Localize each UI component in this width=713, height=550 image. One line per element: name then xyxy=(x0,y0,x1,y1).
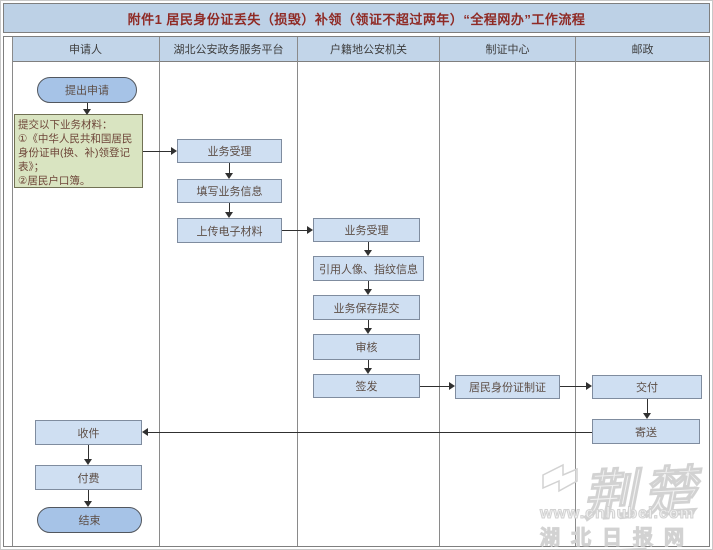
node-issue: 签发 xyxy=(313,374,420,398)
node-mail: 寄送 xyxy=(592,419,700,444)
connector-materials-to-accept xyxy=(143,151,172,152)
node-upload: 上传电子材料 xyxy=(177,218,282,243)
arrowhead xyxy=(364,250,372,256)
node-biometric: 引用人像、指纹信息 xyxy=(313,256,424,281)
node-end: 结束 xyxy=(37,507,142,533)
connector-biometric-to-save xyxy=(368,281,369,290)
arrowhead xyxy=(225,173,233,179)
arrowhead xyxy=(83,109,91,115)
arrowhead xyxy=(225,212,233,218)
lane-header-card-center: 制证中心 xyxy=(439,37,575,61)
arrowhead xyxy=(643,413,651,419)
connector-save-to-review xyxy=(368,320,369,329)
lane-divider xyxy=(575,37,576,546)
node-accept-police: 业务受理 xyxy=(313,218,420,242)
arrowhead xyxy=(84,501,92,507)
node-save-submit: 业务保存提交 xyxy=(313,295,420,320)
node-pay: 付费 xyxy=(35,465,142,490)
connector-receive-to-pay xyxy=(88,445,89,460)
arrowhead xyxy=(586,382,592,390)
arrowhead xyxy=(364,289,372,295)
node-make-card: 居民身份证制证 xyxy=(455,375,560,399)
connector-make-card-to-deliver xyxy=(560,386,587,387)
node-fill-info: 填写业务信息 xyxy=(177,179,282,203)
connector-accept-to-biometric xyxy=(368,242,369,251)
arrowhead xyxy=(171,147,177,155)
node-materials-note: 提交以下业务材料： ①《中华人民共和国居民身份证申(换、补)领登记表》； ②居民… xyxy=(14,114,143,188)
arrowhead xyxy=(449,382,455,390)
connector-start-to-materials xyxy=(87,103,88,110)
swimlane-diagram: 申请人 湖北公安政务服务平台 户籍地公安机关 制证中心 邮政 提出申请 提交以下… xyxy=(3,36,710,547)
lane-header-row: 申请人 湖北公安政务服务平台 户籍地公安机关 制证中心 邮政 xyxy=(12,37,709,62)
node-start: 提出申请 xyxy=(37,77,137,103)
lane-divider xyxy=(297,37,298,546)
arrowhead xyxy=(84,459,92,465)
arrowhead xyxy=(364,368,372,374)
lane-header-platform: 湖北公安政务服务平台 xyxy=(159,37,297,61)
lane-header-applicant: 申请人 xyxy=(69,44,102,56)
connector-upload-to-accept-police xyxy=(282,230,308,231)
connector-pay-to-end xyxy=(88,490,89,502)
connector-accept-to-fill xyxy=(229,163,230,174)
lane-divider xyxy=(12,37,13,546)
lane-header-police: 户籍地公安机关 xyxy=(297,37,439,61)
lane-divider xyxy=(159,37,160,546)
arrowhead xyxy=(364,328,372,334)
connector-issue-to-make-card xyxy=(420,386,450,387)
arrowhead xyxy=(307,226,313,234)
node-receive: 收件 xyxy=(35,420,142,445)
lane-divider xyxy=(439,37,440,546)
connector-deliver-to-mail xyxy=(647,399,648,414)
connector-review-to-issue xyxy=(368,360,369,369)
lane-header-post: 邮政 xyxy=(575,37,709,61)
arrowhead xyxy=(142,428,148,436)
node-accept-platform: 业务受理 xyxy=(177,139,282,163)
connector-mail-to-receive xyxy=(148,432,592,433)
node-deliver: 交付 xyxy=(592,375,702,399)
page-title: 附件1 居民身份证丢失（损毁）补领（领证不超过两年）“全程网办”工作流程 xyxy=(127,11,586,27)
connector-fill-to-upload xyxy=(229,203,230,213)
title-bar: 附件1 居民身份证丢失（损毁）补领（领证不超过两年）“全程网办”工作流程 xyxy=(3,3,710,33)
node-review: 审核 xyxy=(313,334,420,360)
